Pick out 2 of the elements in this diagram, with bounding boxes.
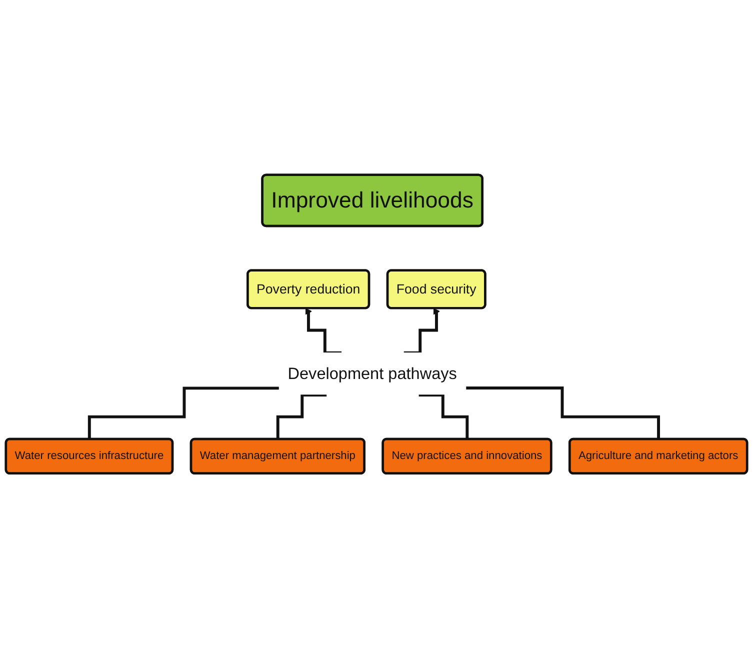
arrow xyxy=(305,308,342,355)
arrow xyxy=(404,308,440,355)
